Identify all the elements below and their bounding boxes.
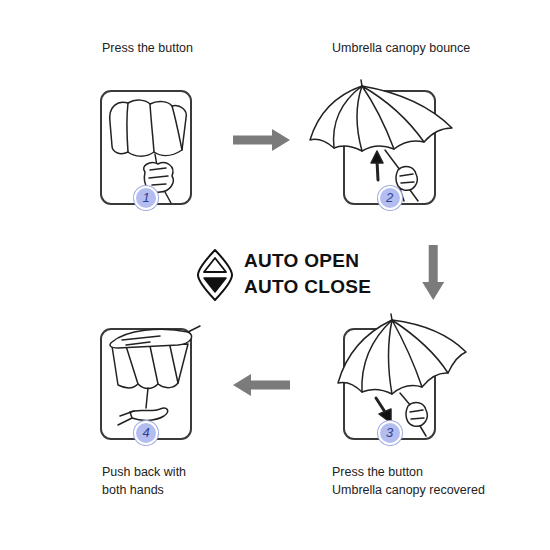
hand bbox=[130, 408, 168, 420]
finger-line bbox=[149, 168, 168, 185]
canopy-rib bbox=[334, 86, 424, 151]
wrist bbox=[150, 190, 171, 203]
motion-arrow bbox=[377, 161, 378, 180]
umbrella-shaft bbox=[146, 388, 148, 408]
umbrella-shaft bbox=[155, 154, 157, 166]
hand bbox=[144, 163, 174, 193]
flow-arrow bbox=[422, 245, 444, 300]
up-triangle bbox=[204, 258, 226, 272]
folded-canopy bbox=[112, 344, 188, 389]
step-panel: Press the buttonUmbrella canopy recovere… bbox=[343, 328, 436, 440]
down-triangle bbox=[204, 278, 226, 292]
hand bbox=[110, 329, 192, 348]
arrow-shaft bbox=[251, 381, 290, 390]
motion-arrow bbox=[376, 398, 385, 412]
hand bbox=[396, 167, 417, 191]
canopy-rib bbox=[362, 320, 448, 394]
canopy bbox=[310, 86, 452, 151]
motion-arrow-head bbox=[371, 151, 383, 163]
step-panel: Press the button1 bbox=[100, 90, 192, 205]
mode-label: AUTO CLOSE bbox=[244, 276, 371, 298]
flow-arrow bbox=[233, 374, 290, 396]
symbol-outline bbox=[198, 250, 232, 300]
step-panel: Push back with both hands4 bbox=[100, 328, 192, 440]
wrist bbox=[420, 426, 426, 436]
canopy-tip bbox=[391, 314, 392, 320]
arrow-head bbox=[233, 374, 251, 396]
flow-arrow bbox=[233, 129, 290, 151]
umbrella-shaft bbox=[400, 393, 411, 406]
hand bbox=[406, 403, 427, 427]
finger-line bbox=[410, 410, 424, 419]
arrow-head bbox=[422, 282, 444, 300]
arrow-head bbox=[272, 129, 290, 151]
step-number: 2 bbox=[378, 186, 402, 210]
step-number: 3 bbox=[378, 421, 402, 445]
step-panel: Umbrella canopy bounce2 bbox=[343, 90, 436, 205]
canopy-fold bbox=[172, 106, 182, 150]
finger-line bbox=[122, 336, 160, 345]
step-caption: Press the button bbox=[332, 463, 423, 481]
step-caption: Umbrella canopy bounce bbox=[332, 39, 470, 57]
folded-umbrella bbox=[110, 100, 187, 203]
mode-label: AUTO OPEN bbox=[244, 250, 359, 272]
folded-canopy bbox=[110, 100, 187, 156]
wrist bbox=[118, 411, 134, 425]
canopy-fold bbox=[126, 346, 178, 384]
open-close-symbol bbox=[198, 250, 232, 300]
open-umbrella bbox=[310, 80, 452, 201]
canopy-fold bbox=[150, 104, 154, 152]
arm bbox=[188, 326, 200, 332]
open-umbrella bbox=[338, 314, 466, 436]
arrow-shaft bbox=[429, 245, 438, 282]
arrow-shaft bbox=[233, 136, 272, 145]
canopy-fold bbox=[127, 103, 128, 152]
step-caption: Press the button bbox=[102, 39, 193, 57]
step-caption: Push back with both hands bbox=[102, 463, 200, 499]
wrist bbox=[400, 189, 418, 201]
step-caption: Umbrella canopy recovered bbox=[332, 481, 485, 499]
closing-umbrella bbox=[110, 326, 200, 425]
canopy-tip bbox=[361, 80, 362, 86]
canopy bbox=[338, 320, 466, 394]
umbrella-shaft bbox=[385, 150, 400, 170]
finger-line bbox=[400, 174, 414, 183]
step-number: 1 bbox=[134, 186, 158, 210]
step-number: 4 bbox=[134, 421, 158, 445]
motion-arrow-head bbox=[379, 409, 391, 423]
